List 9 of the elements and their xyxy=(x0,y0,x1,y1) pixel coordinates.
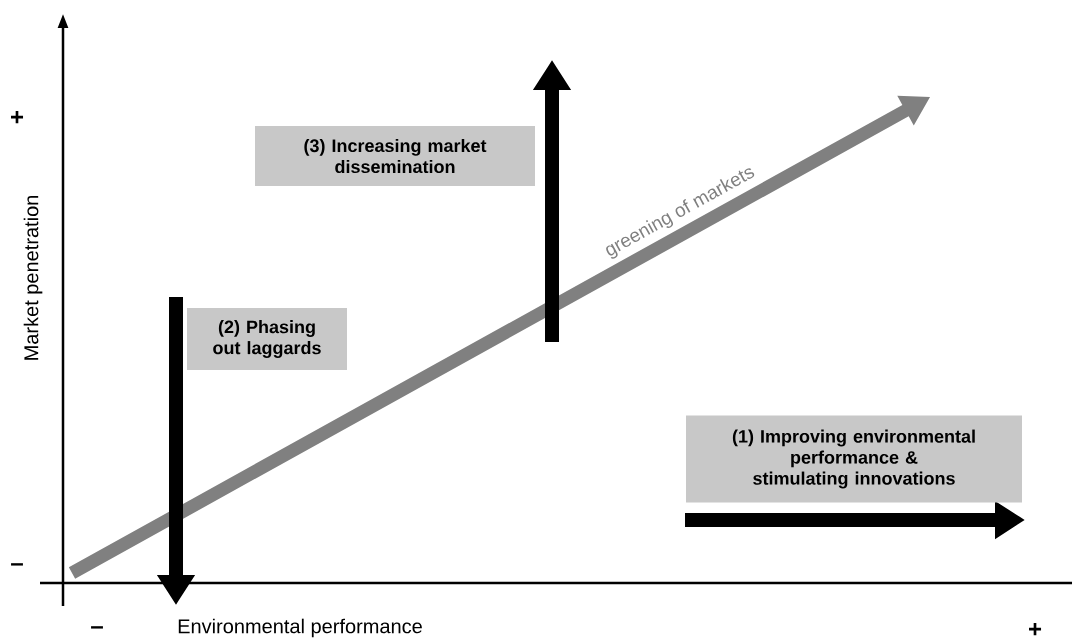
minus-sign: – xyxy=(91,626,103,629)
plus-sign: + xyxy=(11,110,24,124)
text-box: (2) Phasing out laggards xyxy=(187,308,347,370)
axis-label: Environmental performance xyxy=(178,618,422,638)
plus-sign: + xyxy=(1029,623,1042,636)
minus-sign: – xyxy=(11,563,23,566)
text-box: (3) Increasing market dissemination xyxy=(255,126,535,186)
axis-label: Market penetration xyxy=(23,195,43,360)
text-box: (1) Improving environmental performance & stimulating innovations xyxy=(686,415,1022,503)
